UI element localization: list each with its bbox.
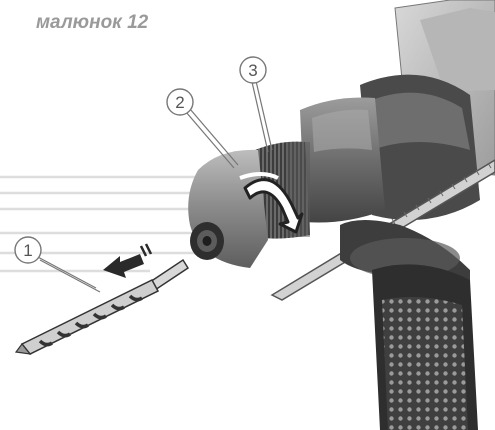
callout-1: 1 bbox=[14, 236, 42, 264]
callout-3-label: 3 bbox=[248, 61, 257, 80]
rotate-arrow-icon bbox=[239, 172, 304, 234]
figure-caption: малюнок 12 bbox=[36, 12, 149, 33]
callout-1-label: 1 bbox=[23, 241, 32, 260]
drill-handle bbox=[372, 264, 478, 430]
drill-collar bbox=[360, 74, 480, 220]
callout-2-label: 2 bbox=[175, 93, 184, 112]
callout-2: 2 bbox=[166, 88, 194, 116]
callout-3: 3 bbox=[239, 56, 267, 84]
motion-lines bbox=[0, 175, 215, 273]
chuck-nose bbox=[188, 149, 268, 268]
callout-leaders bbox=[35, 80, 273, 293]
chuck-rear-sleeve bbox=[300, 97, 385, 223]
drill-bit bbox=[14, 258, 190, 355]
insert-direction-arrow-icon bbox=[103, 243, 153, 278]
